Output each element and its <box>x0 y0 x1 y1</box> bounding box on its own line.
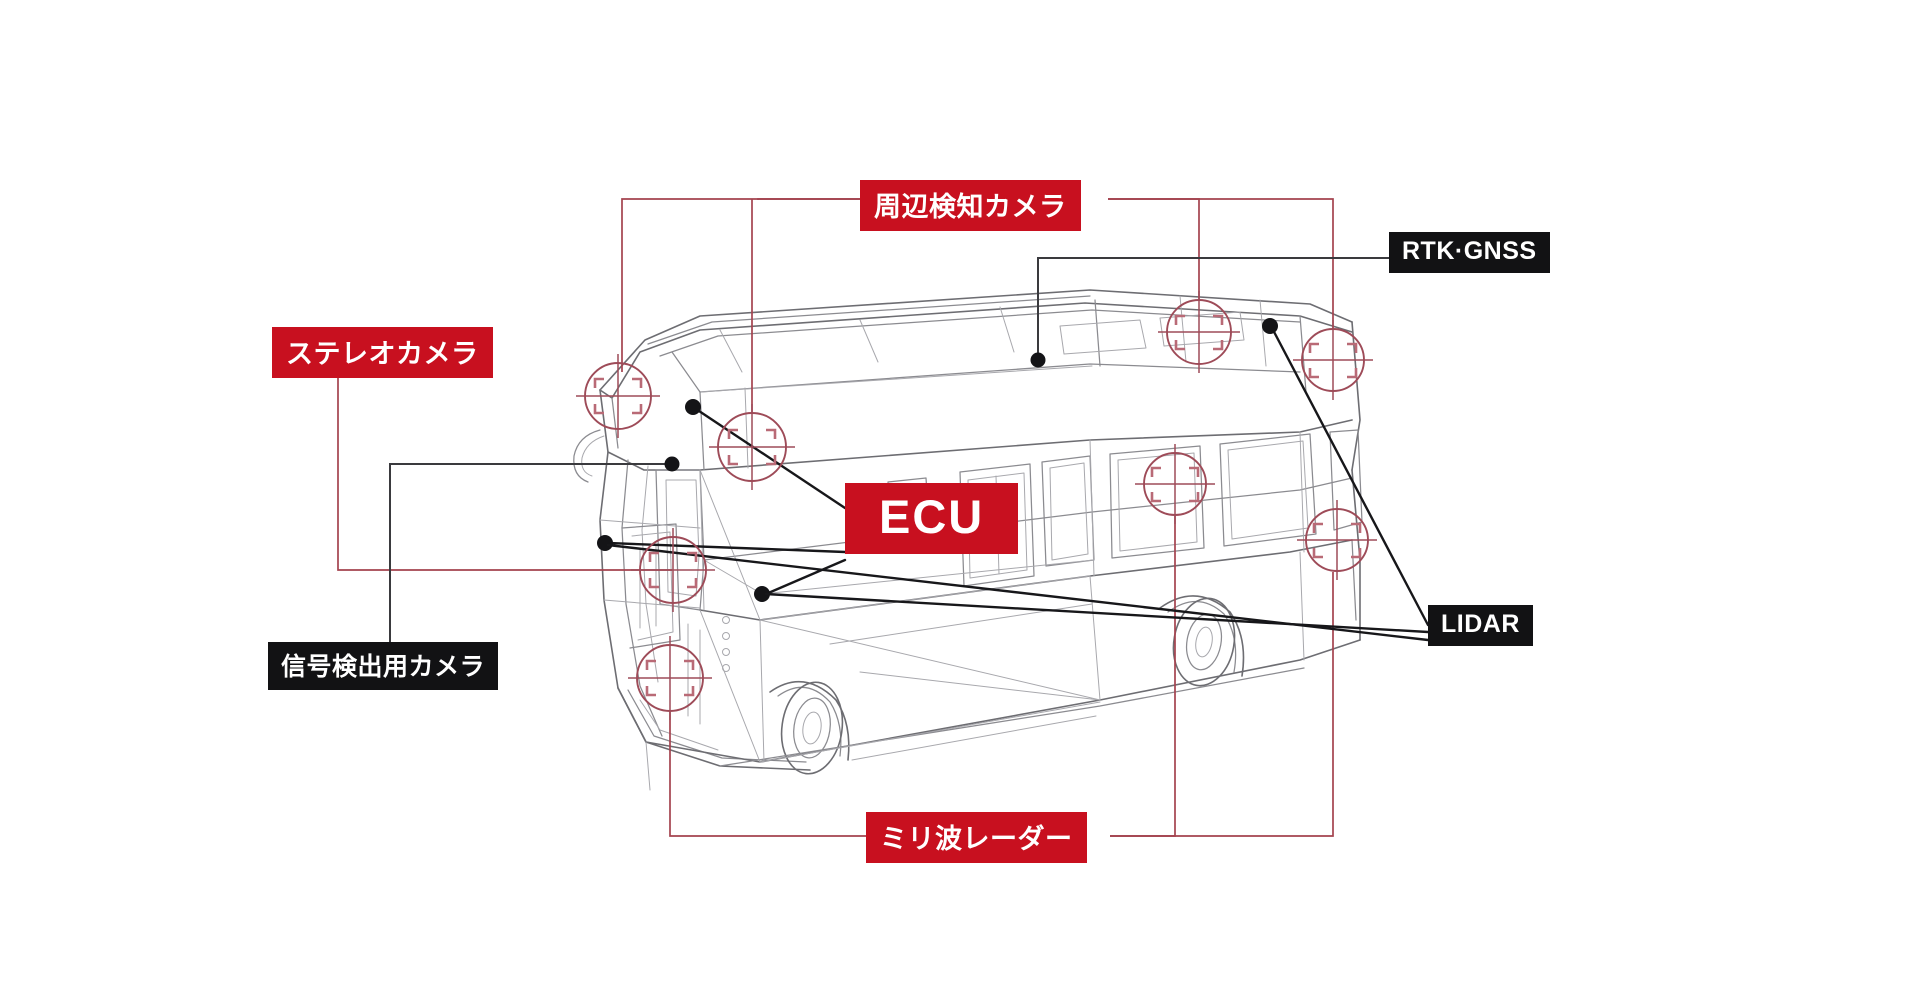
connection-dot <box>754 586 770 602</box>
leader-surround-camera <box>621 198 1334 414</box>
sensor-marker <box>628 636 712 720</box>
sensor-marker <box>1293 320 1373 400</box>
leader-lidar <box>606 318 1430 642</box>
label-ecu[interactable]: ECU <box>845 483 1019 554</box>
connection-dot <box>664 456 680 472</box>
leader-signal-camera <box>389 456 680 642</box>
leader-mmwave-radar <box>669 516 1334 837</box>
leader-ecu <box>597 399 847 602</box>
connection-dot <box>597 535 613 551</box>
label-stereo-camera[interactable]: ステレオカメラ <box>272 327 493 378</box>
leader-rtk-gnss <box>1030 257 1389 368</box>
leader-stereo-camera <box>337 366 672 571</box>
label-rtk-gnss[interactable]: RTK·GNSS <box>1389 232 1550 273</box>
connection-dot <box>685 399 701 415</box>
sensor-marker <box>1135 444 1215 524</box>
sensor-marker <box>1297 500 1377 580</box>
connection-dot <box>1262 318 1278 334</box>
sensor-markers <box>576 291 1377 720</box>
label-mmwave-radar[interactable]: ミリ波レーダー <box>866 812 1087 863</box>
sensor-marker <box>1158 291 1240 373</box>
label-surround-camera[interactable]: 周辺検知カメラ <box>860 180 1081 231</box>
connection-dot <box>1030 352 1046 368</box>
label-lidar[interactable]: LIDAR <box>1428 605 1533 646</box>
sensor-marker <box>576 354 660 438</box>
label-signal-camera[interactable]: 信号検出用カメラ <box>268 642 499 690</box>
sensor-marker <box>631 528 715 612</box>
sensor-marker <box>709 404 795 490</box>
